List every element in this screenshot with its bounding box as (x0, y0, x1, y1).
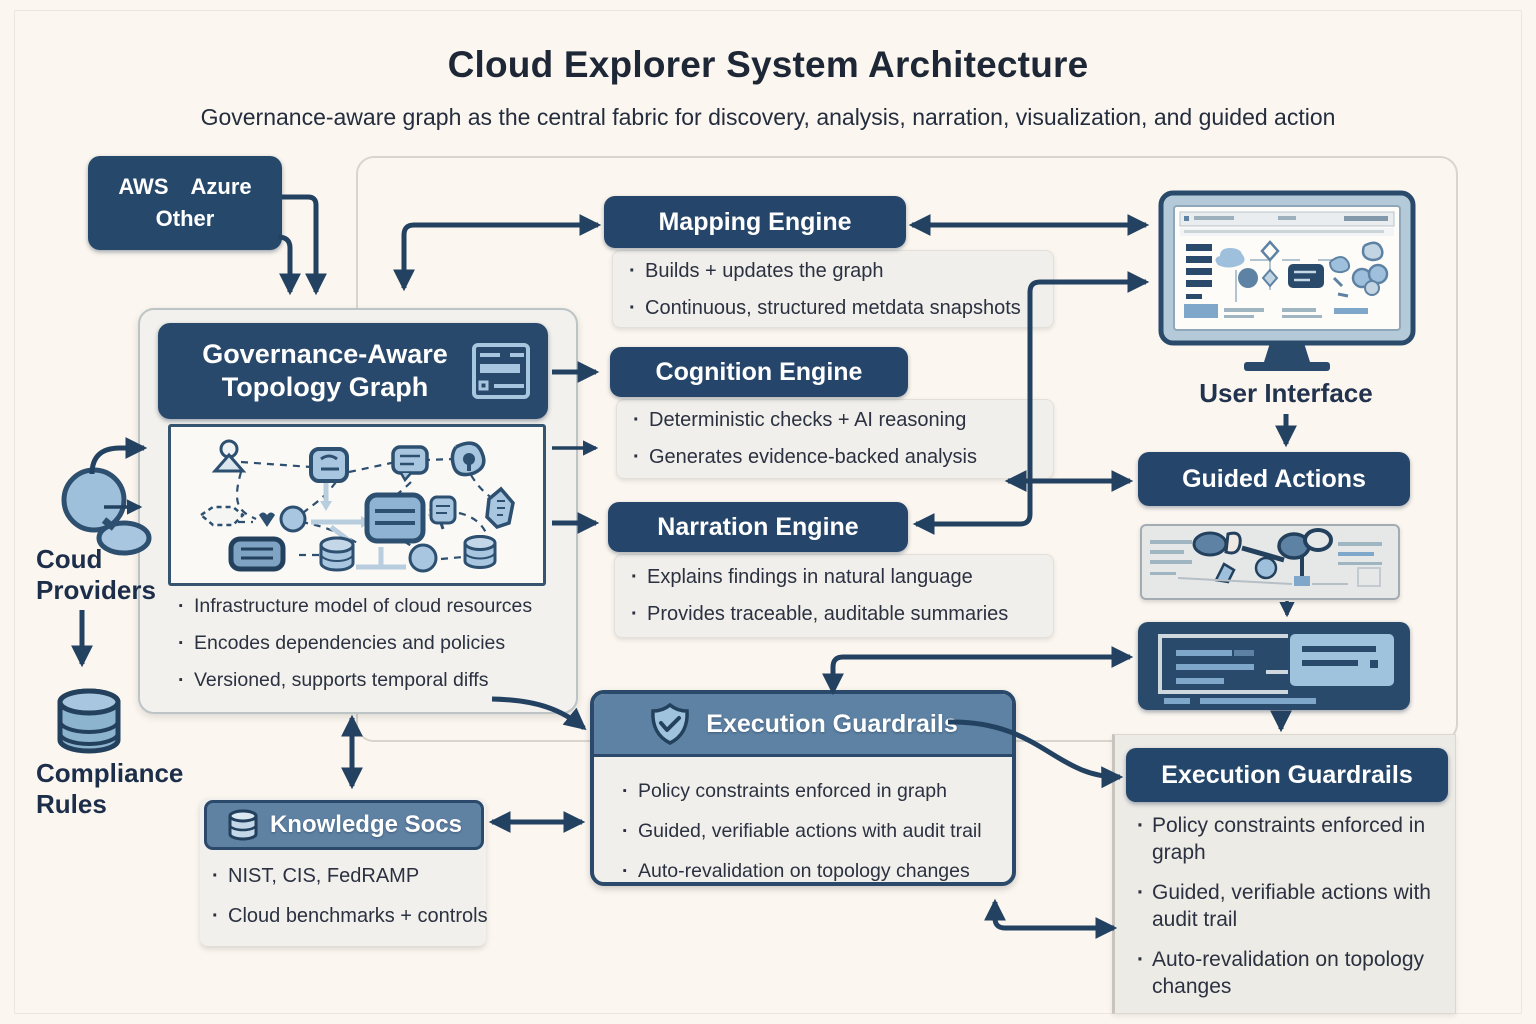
database-icon (226, 808, 260, 842)
chat-node (391, 445, 429, 483)
circle-node (279, 505, 307, 533)
provider-aws-label: AWS (118, 174, 169, 199)
execution-guardrails-right-header: Execution Guardrails (1126, 748, 1448, 802)
guardrail-bullet: Auto-revalidation on topology changes (620, 851, 1012, 882)
guided-actions-header: Guided Actions (1138, 452, 1410, 506)
narration-engine-header: Narration Engine (608, 502, 908, 552)
knowledge-bullet: Cloud benchmarks + controls (210, 896, 488, 936)
cognition-engine-panel: Deterministic checks + AI reasoning Gene… (616, 399, 1054, 479)
mapping-engine-header: Mapping Engine (604, 196, 906, 248)
compliance-rules-label: Compliance Rules (36, 758, 184, 819)
cloud-providers-box: AWS Azure Other (88, 156, 282, 250)
topology-bullet: Infrastructure model of cloud resources (176, 588, 568, 625)
cloud-providers-icon (52, 458, 152, 558)
cognition-bullet: Generates evidence-backed analysis (631, 439, 1053, 476)
narration-engine-panel: Explains findings in natural language Pr… (614, 554, 1054, 638)
db-node-2 (463, 535, 497, 569)
narration-bullet: Provides traceable, auditable summaries (629, 596, 1053, 633)
page-subtitle: Governance-aware graph as the central fa… (200, 104, 1336, 130)
guardrail-bullet: Guided, verifiable actions with audit tr… (620, 811, 1012, 851)
topology-graph-title-line2: Topology Graph (221, 372, 429, 402)
topology-graph-canvas (168, 424, 546, 586)
small-node (429, 495, 457, 525)
graph-nodes-illustration (198, 439, 515, 573)
guardrail-bullet: Policy constraints enforced in graph (1136, 812, 1438, 866)
execution-guardrails-right-bullets: Policy constraints enforced in graph Gui… (1136, 812, 1438, 1013)
connector-glyph (259, 512, 275, 527)
topology-bullet: Versioned, supports temporal diffs (176, 662, 568, 699)
topology-graph-bullets: Infrastructure model of cloud resources … (176, 588, 568, 699)
list-document-icon (470, 342, 532, 400)
cognition-engine-header: Cognition Engine (610, 347, 908, 397)
knowledge-bullet: NIST, CIS, FedRAMP (210, 856, 480, 896)
central-node (364, 492, 426, 544)
hexagon-node (198, 505, 245, 527)
shield-icon (648, 702, 692, 746)
topology-graph-header: Governance-Aware Topology Graph (158, 323, 548, 419)
topology-bullet: Encodes dependencies and policies (176, 625, 568, 662)
compliance-rules-db-icon (54, 688, 124, 754)
provider-azure-label: Azure (190, 174, 252, 199)
knowledge-socs-header: Knowledge Socs (204, 800, 484, 850)
action-preview-panel (1140, 524, 1400, 600)
person-node-icon (211, 439, 247, 473)
guardrail-bullet: Guided, verifiable actions with audit tr… (1136, 879, 1438, 933)
monitor-icon (1158, 190, 1416, 376)
guardrail-bullet: Policy constraints enforced in graph (620, 771, 1012, 811)
page-title: Cloud Explorer System Architecture (447, 44, 1089, 85)
cognition-bullet: Deterministic checks + AI reasoning (631, 402, 1053, 439)
action-detail-panel (1138, 622, 1410, 710)
execution-guardrails-center-header: Execution Guardrails (594, 694, 1012, 757)
knowledge-socs-bullets: NIST, CIS, FedRAMP Cloud benchmarks + co… (210, 856, 488, 936)
guardrail-bullet: Auto-revalidation on topology changes (1136, 946, 1438, 1000)
topology-graph-title-line1: Governance-Aware (202, 339, 448, 369)
mapping-bullet: Continuous, structured metdata snapshots (627, 290, 1053, 327)
circle-node-2 (408, 543, 438, 573)
cloud-providers-label: Coud Providers (36, 544, 156, 605)
narration-bullet: Explains findings in natural language (629, 559, 1053, 596)
location-node (450, 441, 486, 477)
store-node (228, 536, 286, 572)
db-node-1 (319, 536, 355, 572)
user-interface-label: User Interface (1199, 378, 1373, 408)
mapping-bullet: Builds + updates the graph (627, 253, 1053, 290)
mapping-engine-panel: Builds + updates the graph Continuous, s… (612, 250, 1054, 328)
execution-guardrails-center: Execution Guardrails Policy constraints … (590, 690, 1016, 886)
service-node (309, 447, 349, 483)
execution-guardrails-center-bullets: Policy constraints enforced in graph Gui… (594, 757, 1012, 882)
provider-other-label: Other (155, 206, 215, 231)
